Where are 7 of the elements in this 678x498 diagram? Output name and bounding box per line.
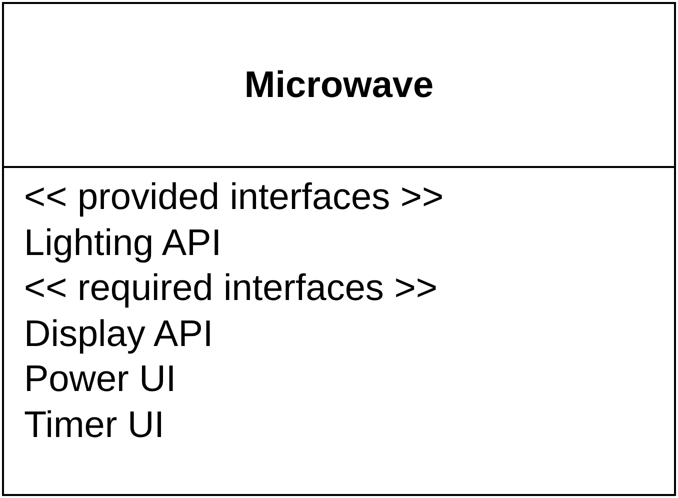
component-title: Microwave — [244, 64, 434, 106]
interface-text: Power UI — [24, 357, 176, 401]
interface-text: Timer UI — [24, 402, 164, 446]
interface-text: Display API — [24, 312, 214, 356]
interface-text: Lighting API — [24, 220, 222, 265]
interface-text: << required interfaces >> — [24, 266, 438, 310]
interface-text: << provided interfaces >> — [24, 175, 444, 219]
